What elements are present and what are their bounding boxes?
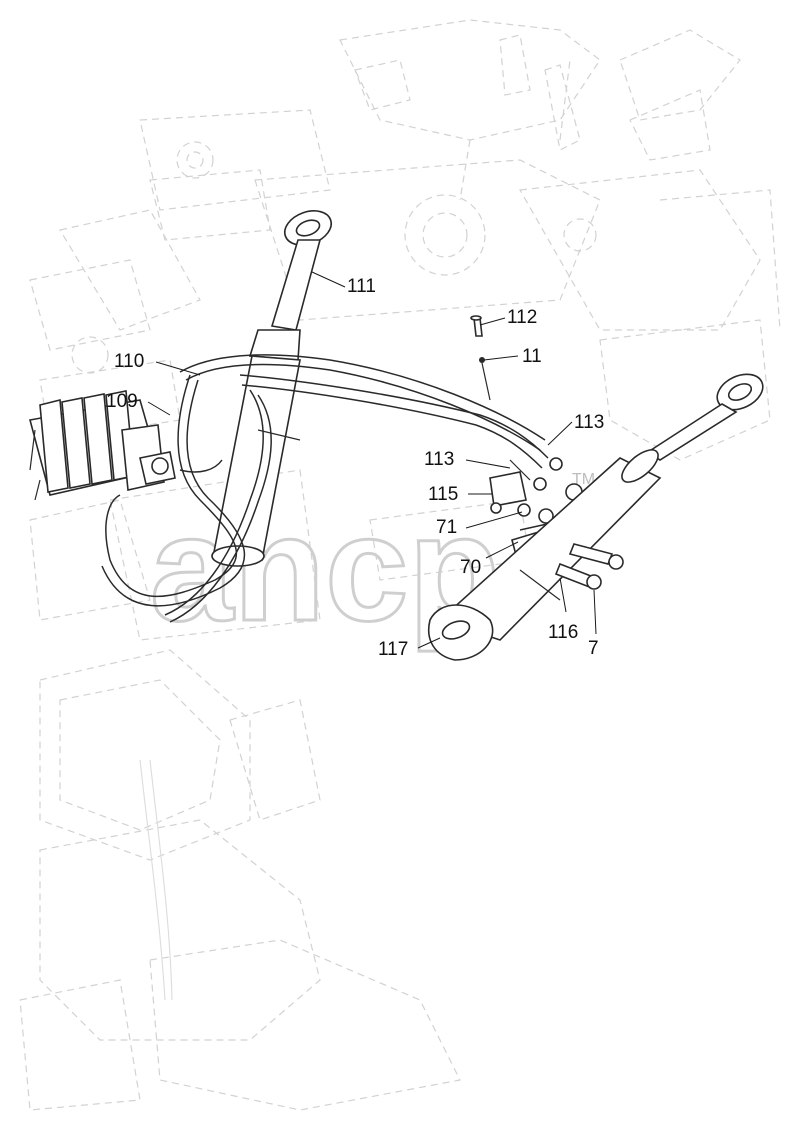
steering-cylinder-111: [211, 210, 333, 567]
callout-109: 109: [106, 391, 138, 412]
washer-11: [479, 357, 491, 401]
bolt-112: [470, 315, 483, 337]
callout-116: 116: [548, 622, 578, 643]
callout-70: 70: [460, 557, 481, 578]
callout-111: 111: [347, 276, 376, 297]
hose-bundle-110: [101, 354, 549, 623]
callout-labels: 111 112 11 110 109 113 113 115 71 70 117…: [106, 276, 604, 660]
callout-113-upper: 113: [574, 412, 604, 433]
control-valve-109: [29, 390, 176, 501]
callout-7: 7: [588, 638, 599, 659]
callout-117: 117: [378, 639, 408, 660]
hydraulic-cylinder-117: [428, 373, 764, 661]
callout-71: 71: [436, 517, 457, 538]
background-frame-outline: [19, 19, 781, 1111]
callout-110: 110: [114, 351, 144, 372]
watermark-tm: TM: [572, 471, 595, 488]
callout-115: 115: [428, 484, 458, 505]
callout-112: 112: [507, 307, 537, 328]
leader-lines: [147, 271, 597, 649]
callout-11: 11: [522, 346, 542, 367]
pipe-116: [554, 543, 624, 590]
callout-113-lower: 113: [424, 449, 454, 470]
